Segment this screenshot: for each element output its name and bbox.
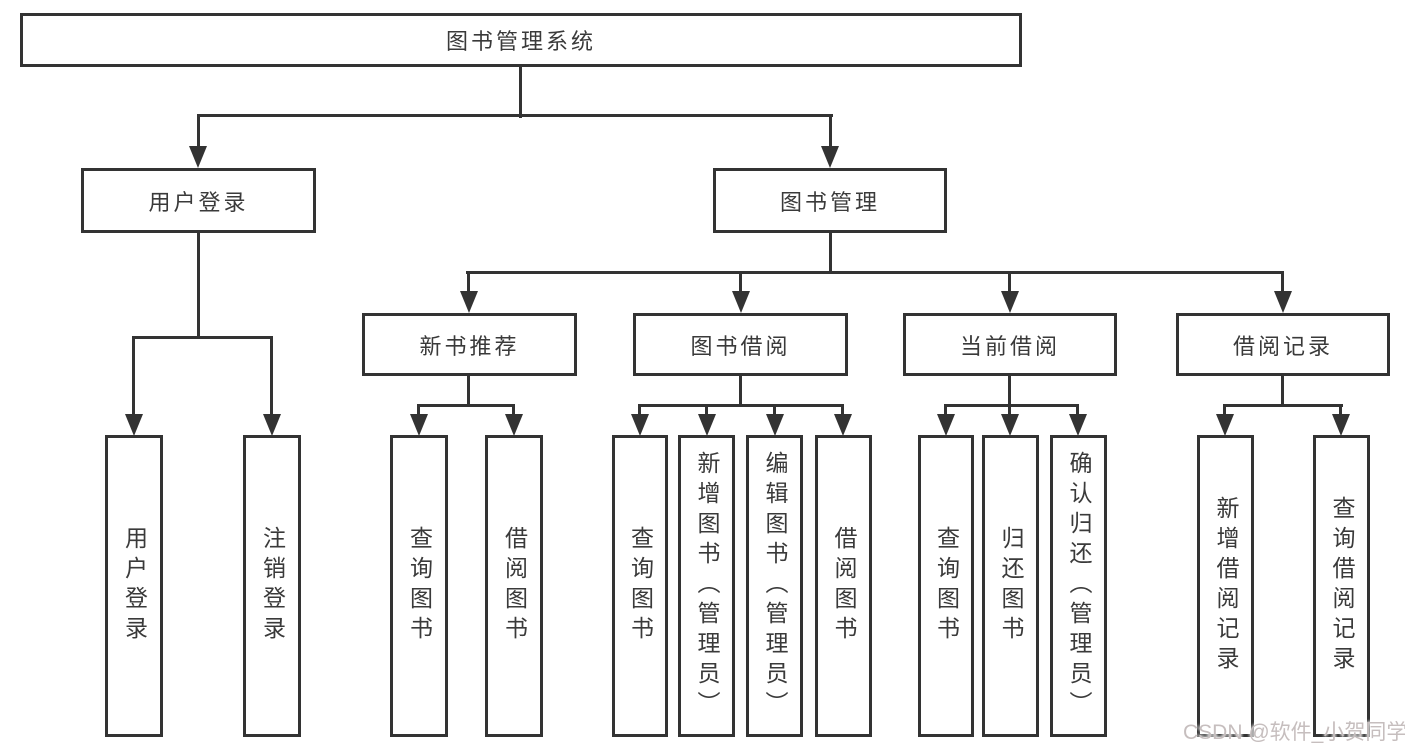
arrow-down-icon xyxy=(1069,414,1087,436)
connector-user-login-bar xyxy=(132,336,273,339)
connector-drop-user-login xyxy=(197,114,200,148)
leaf-add-borrow-record: 新增借阅记录 xyxy=(1197,435,1254,737)
leaf-label: 借阅图书 xyxy=(831,526,857,646)
leaf-confirm-return-admin: 确认归还（管理员） xyxy=(1050,435,1107,737)
leaf-label: 归还图书 xyxy=(998,526,1024,646)
connector-bookborrow-bar xyxy=(639,404,844,407)
leaf-borrow-books-newbook: 借阅图书 xyxy=(485,435,543,737)
connector-drop-newbook xyxy=(467,271,470,293)
arrow-down-icon xyxy=(189,146,207,168)
arrow-down-icon xyxy=(460,291,478,313)
connector-level2-bar xyxy=(466,271,1284,274)
arrow-down-icon xyxy=(1274,291,1292,313)
leaf-user-login: 用户登录 xyxy=(105,435,163,737)
node-current-borrow-label: 当前借阅 xyxy=(959,333,1060,359)
connector-user-login-drop xyxy=(197,231,200,339)
connector-drop-leaf xyxy=(1339,404,1342,416)
leaf-label: 用户登录 xyxy=(121,526,148,646)
arrow-down-icon xyxy=(821,146,839,168)
node-current-borrow: 当前借阅 xyxy=(903,313,1117,376)
connector-drop-leaf xyxy=(638,404,641,416)
connector-drop-leaf xyxy=(417,404,420,416)
node-borrow-records-label: 借阅记录 xyxy=(1232,333,1333,359)
leaf-query-borrow-record: 查询借阅记录 xyxy=(1313,435,1370,737)
leaf-label: 查询图书 xyxy=(933,526,960,646)
connector-drop-leaf xyxy=(1223,404,1226,416)
leaf-label: 查询图书 xyxy=(406,526,433,646)
arrow-down-icon xyxy=(766,414,784,436)
connector-book-management-drop xyxy=(829,231,832,274)
connector-currentborrow-drop xyxy=(1008,374,1011,407)
connector-bookborrow-drop xyxy=(739,374,742,407)
node-root: 图书管理系统 xyxy=(20,13,1022,67)
arrow-down-icon xyxy=(698,414,716,436)
connector-drop-leaf xyxy=(270,336,273,416)
connector-currentborrow-bar xyxy=(945,404,1079,407)
connector-drop-bookborrow xyxy=(739,271,742,293)
leaf-edit-books-admin: 编辑图书（管理员） xyxy=(746,435,803,737)
leaf-label: 注销登录 xyxy=(259,526,286,646)
leaf-query-books-newbook: 查询图书 xyxy=(390,435,448,737)
leaf-query-books-current: 查询图书 xyxy=(918,435,974,737)
node-book-management: 图书管理 xyxy=(713,168,947,233)
leaf-label: 编辑图书（管理员） xyxy=(762,451,788,721)
leaf-label: 查询图书 xyxy=(627,526,654,646)
node-root-label: 图书管理系统 xyxy=(445,29,596,54)
connector-drop-leaf xyxy=(132,336,135,416)
leaf-label: 借阅图书 xyxy=(501,526,528,646)
connector-drop-borrowrecords xyxy=(1281,271,1284,293)
leaf-query-books-borrow: 查询图书 xyxy=(612,435,668,737)
arrow-down-icon xyxy=(410,414,428,436)
arrow-down-icon xyxy=(1001,414,1019,436)
connector-drop-leaf xyxy=(773,404,776,416)
arrow-down-icon xyxy=(937,414,955,436)
connector-drop-book-management xyxy=(829,114,832,148)
arrow-down-icon xyxy=(732,291,750,313)
connector-drop-leaf xyxy=(512,404,515,416)
node-book-borrow-label: 图书借阅 xyxy=(690,333,791,359)
leaf-add-books-admin: 新增图书（管理员） xyxy=(678,435,735,737)
connector-root-drop xyxy=(519,65,522,118)
node-borrow-records: 借阅记录 xyxy=(1176,313,1390,376)
connector-drop-leaf xyxy=(1008,404,1011,416)
arrow-down-icon xyxy=(631,414,649,436)
leaf-label: 确认归还（管理员） xyxy=(1066,451,1092,721)
connector-level1-bar xyxy=(197,114,833,117)
connector-drop-leaf xyxy=(1076,404,1079,416)
arrow-down-icon xyxy=(263,414,281,436)
connector-drop-currentborrow xyxy=(1008,271,1011,293)
arrow-down-icon xyxy=(505,414,523,436)
leaf-label: 新增图书（管理员） xyxy=(694,451,720,721)
leaf-label: 查询借阅记录 xyxy=(1329,496,1355,676)
arrow-down-icon xyxy=(1332,414,1350,436)
connector-newbook-drop xyxy=(467,374,470,407)
connector-drop-leaf xyxy=(705,404,708,416)
arrow-down-icon xyxy=(834,414,852,436)
connector-drop-leaf xyxy=(841,404,844,416)
leaf-return-books: 归还图书 xyxy=(982,435,1039,737)
arrow-down-icon xyxy=(125,414,143,436)
leaf-borrow-books: 借阅图书 xyxy=(815,435,872,737)
node-book-management-label: 图书管理 xyxy=(779,189,880,215)
leaf-label: 新增借阅记录 xyxy=(1213,496,1239,676)
arrow-down-icon xyxy=(1216,414,1234,436)
node-user-login: 用户登录 xyxy=(81,168,316,233)
connector-newbook-bar xyxy=(417,404,515,407)
csdn-watermark: CSDN @软件_小贺同学 xyxy=(1183,721,1405,744)
node-new-book-recommend-label: 新书推荐 xyxy=(419,333,520,359)
node-new-book-recommend: 新书推荐 xyxy=(362,313,577,376)
connector-borrowrecords-drop xyxy=(1281,374,1284,407)
connector-drop-leaf xyxy=(944,404,947,416)
leaf-logout: 注销登录 xyxy=(243,435,301,737)
connector-borrowrecords-bar xyxy=(1224,404,1343,407)
arrow-down-icon xyxy=(1001,291,1019,313)
node-book-borrow: 图书借阅 xyxy=(633,313,848,376)
node-user-login-label: 用户登录 xyxy=(148,189,249,215)
